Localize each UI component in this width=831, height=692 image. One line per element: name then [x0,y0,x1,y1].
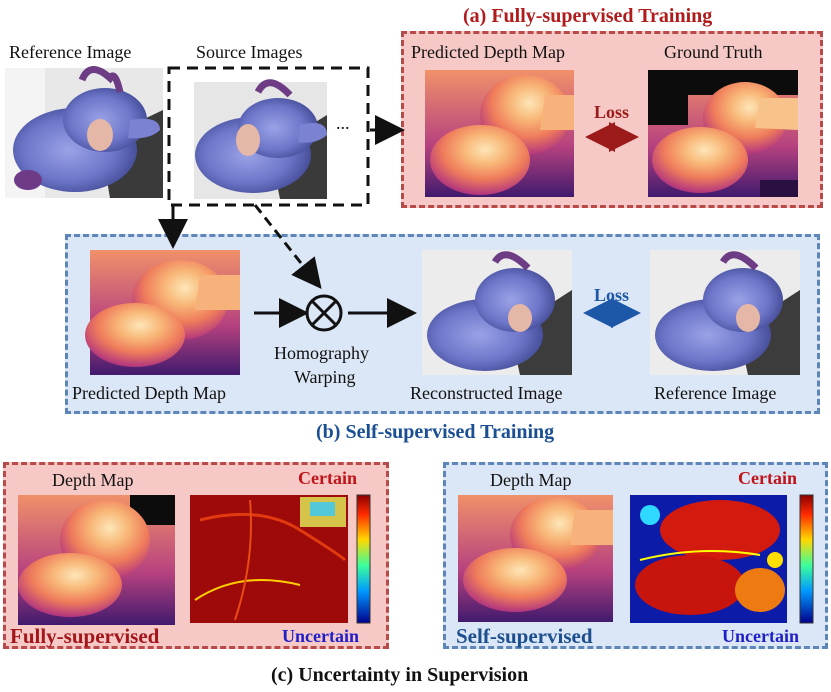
panel-a-title: (a) Fully-supervised Training [463,5,713,27]
source-images-label: Source Images [196,42,303,62]
panel-c-right-depth [458,495,613,622]
panel-c-right-colorbar [799,494,814,624]
panel-c-left-uncertain-label: Uncertain [282,626,359,646]
panel-c-left-depth [18,495,175,625]
panel-b-reconstructed-photo [422,250,572,375]
panel-c-left-colorbar [356,494,371,624]
panel-b-reconstructed-label: Reconstructed Image [410,383,563,403]
reference-image-label-top: Reference Image [9,42,132,62]
panel-c-right-uncertain-label: Uncertain [722,626,799,646]
panel-c-left-certain-label: Certain [298,468,357,488]
panel-c-left-mode-label: Fully-supervised [10,624,160,648]
panel-b-reference-photo [650,250,800,375]
panel-c-right-certain-label: Certain [738,468,797,488]
panel-a-predicted-label: Predicted Depth Map [411,42,565,62]
panel-a-loss-label: Loss [594,102,630,122]
panel-c-title: (c) Uncertainty in Supervision [271,664,529,686]
panel-c-left-uncertainty-map [190,495,348,623]
panel-b-title: (b) Self-supervised Training [316,421,555,443]
otimes-symbol [305,294,343,332]
panel-b-loss-label: Loss [594,285,630,305]
panel-b-predicted-depth [85,250,240,375]
panel-b-predicted-label: Predicted Depth Map [72,383,226,403]
source-photo [194,79,327,199]
panel-b-warping-line1: Homography [274,343,369,363]
ellipsis: ... [336,113,350,133]
panel-a-ground-truth [648,70,798,197]
panel-b-reference-label: Reference Image [654,383,777,403]
panel-a-predicted-depth [425,70,574,197]
panel-b-warping-line2: Warping [294,367,356,387]
panel-c-left-depth-label: Depth Map [52,470,134,490]
panel-a-ground-truth-label: Ground Truth [664,42,763,62]
panel-c-right-depth-label: Depth Map [490,470,572,490]
reference-photo-top [5,66,163,198]
panel-c-right-mode-label: Self-supervised [456,624,593,648]
panel-c-right-uncertainty-map [630,495,787,623]
